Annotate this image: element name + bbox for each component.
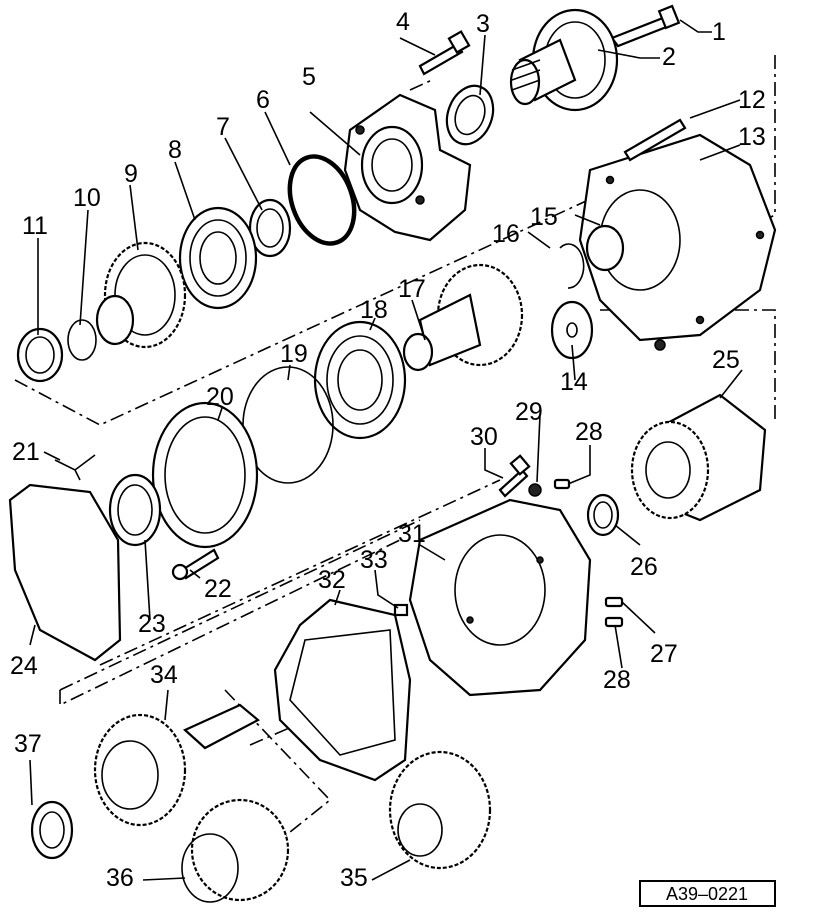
part-21-clip [54,454,96,481]
part-28-plug-upper [553,478,571,490]
part-14-washer [550,300,594,360]
callout-10: 10 [73,184,101,212]
callout-28-lower: 28 [603,666,631,694]
part-27-dowel [604,596,624,608]
callout-29: 29 [515,398,543,426]
part-13-case [578,133,777,351]
callout-33: 33 [360,546,388,574]
callout-5: 5 [302,63,316,91]
callout-35: 35 [340,864,368,892]
callout-28-upper: 28 [575,418,603,446]
part-7-circlip [248,198,292,258]
leader-lines [29,19,743,881]
part-33-seal [393,603,409,617]
part-10-snap-ring [67,319,97,361]
callout-18: 18 [360,296,388,324]
callout-30: 30 [470,423,498,451]
callout-12: 12 [738,86,766,114]
part-5-housing [343,93,472,242]
reference-code-box: A39–0221 [639,880,776,907]
part-30-bolt [498,454,531,498]
reference-code: A39–0221 [666,884,748,904]
part-28-dowel-lower [604,616,624,628]
part-16-circlip [559,243,585,289]
callout-20: 20 [206,383,234,411]
callout-19: 19 [280,340,308,368]
callout-4: 4 [396,8,410,36]
callout-31: 31 [398,520,426,548]
part-31-main-case [408,498,592,697]
part-12-bolt [623,118,687,162]
part-4-bolt [418,30,471,76]
part-1-bolt [610,4,681,48]
callout-21: 21 [12,438,40,466]
callout-32: 32 [318,566,346,594]
callout-37: 37 [14,730,42,758]
part-11-needle-bearing [16,327,64,383]
part-29-breather [528,483,542,497]
callout-22: 22 [204,575,232,603]
part-23-snap-ring [108,473,162,547]
callout-24: 24 [10,652,38,680]
part-37-seal-ring [30,800,74,860]
callout-7: 7 [216,113,230,141]
part-18-bearing [313,320,407,440]
callout-13: 13 [738,123,766,151]
part-35-gear [388,750,492,870]
callout-numbers: 1 2 3 4 5 6 7 8 9 10 11 12 13 14 15 16 1… [10,8,766,892]
callout-25: 25 [712,346,740,374]
part-26-seal [586,493,620,537]
part-24-gasket [8,483,122,662]
callout-16: 16 [492,220,520,248]
callout-3: 3 [476,10,490,38]
part-9-gear [95,241,187,349]
part-3-seal [445,84,495,146]
part-32-gasket [273,598,412,782]
callout-1: 1 [712,18,726,46]
callout-2: 2 [662,43,676,71]
callout-6: 6 [256,86,270,114]
callout-17: 17 [398,275,426,303]
callout-23: 23 [138,610,166,638]
part-6-o-ring [287,154,357,246]
part-25-drum [630,393,767,522]
callout-36: 36 [106,864,134,892]
callout-8: 8 [168,136,182,164]
callout-27: 27 [650,640,678,668]
callout-11: 11 [22,212,48,240]
callout-26: 26 [630,553,658,581]
callout-34: 34 [150,661,178,689]
part-36-gear [181,798,290,903]
part-17-shaft-gear [402,263,524,372]
part-2-flange [509,8,619,112]
part-20-gasket [151,401,259,549]
callout-9: 9 [124,160,138,188]
callout-15: 15 [530,203,558,231]
part-34-gear-shaft [93,703,260,827]
part-8-bearing [178,206,258,310]
callout-14: 14 [560,368,588,396]
